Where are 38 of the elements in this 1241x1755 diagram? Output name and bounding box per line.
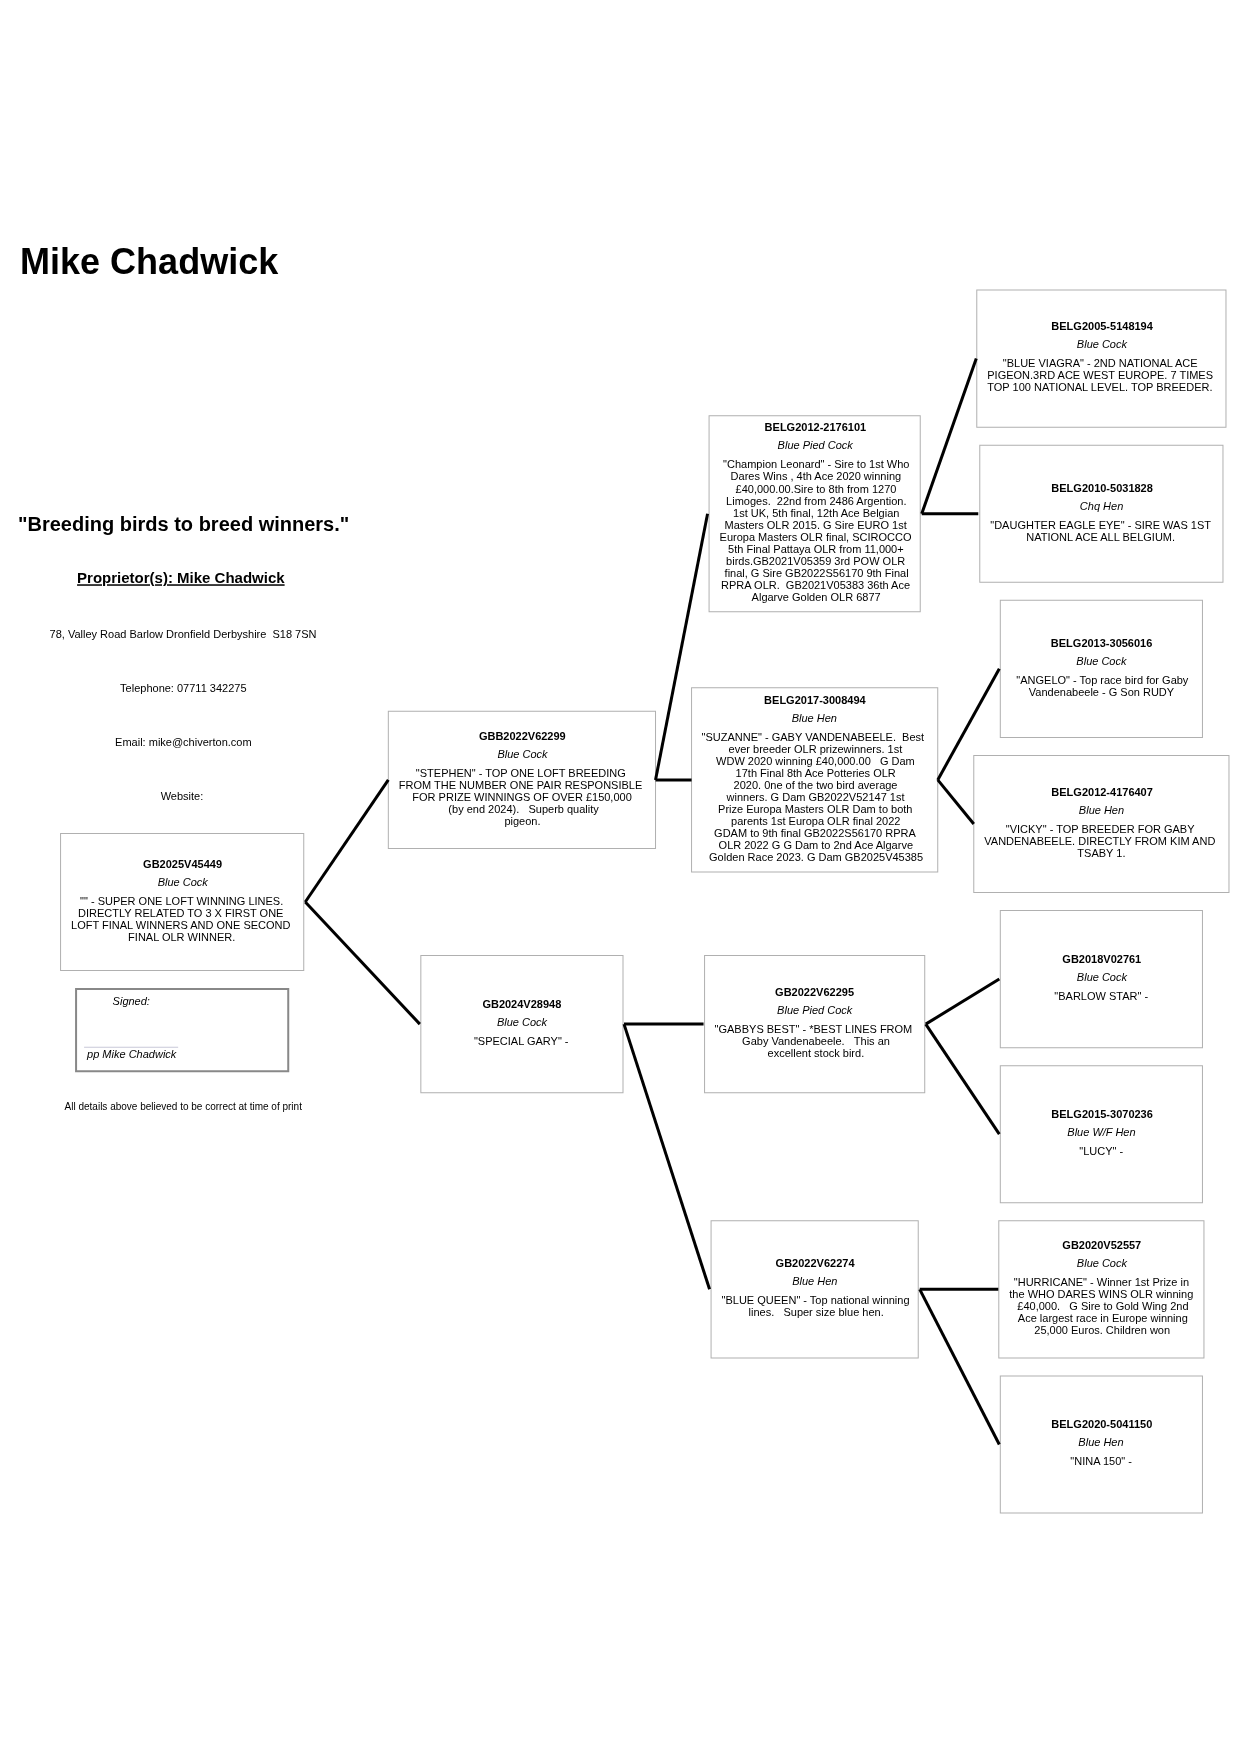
node-box: GB2018V02761 Blue Cock "BARLOW STAR" - bbox=[999, 910, 1203, 1049]
connector bbox=[936, 668, 1001, 781]
node-box: GBB2022V62299 Blue Cock "STEPHEN" - TOP ONE LOFT BREEDING FROM THE NUMBER ONE PAIR RESPONSIBLE FOR PRIZE WINNINGS OF OVER £150,000 (by end 2024). Superb quality pigeon. bbox=[387, 710, 657, 849]
node-box: BELG2010-5031828 Chq Hen "DAUGHTER EAGLE EYE" - SIRE WAS 1ST NATIONL ACE ALL BELGIUM. bbox=[979, 444, 1224, 583]
node-box: BELG2012-2176101 Blue Pied Cock "Champion Leonard" - Sire to 1st Who Dares Wins , 4th Ace 2020 winning £40,000.00.Sire to 8th from 1270 Limoges. 22nd from 2486 Argention. 1st UK, 5th final, 12th Ace Belgian Masters OLR 2015. G Sire EURO 1st Europa Masters OLR final, SCIROCCO 5th Final Pattaya OLR from 11,000+ birds.GB2021V05359 3rd POW OLR final, G Sire GB2022S56170 9th Final RPRA OLR. GB2021V05383 36th Ace Algarve Golden OLR 6877 bbox=[708, 415, 921, 613]
connector bbox=[924, 977, 1001, 1026]
label: Website: bbox=[160, 789, 204, 802]
connector bbox=[918, 1288, 1001, 1446]
node-box: GB2024V28948 Blue Cock "SPECIAL GARY" - bbox=[420, 955, 624, 1094]
node-box: BELG2015-3070236 Blue W/F Hen "LUCY" - bbox=[999, 1065, 1203, 1204]
label: 78, Valley Road Barlow Dronfield Derbyshire S18 7SN bbox=[49, 627, 317, 640]
node-box: Signed: pp Mike Chadwick bbox=[75, 988, 290, 1073]
connector bbox=[304, 779, 390, 903]
diagram-title: Mike Chadwick bbox=[20, 240, 279, 282]
node-box: BELG2017-3008494 Blue Hen "SUZANNE" - GABY VANDENABEELE. Best ever breeder OLR prizewinners. 1st WDW 2020 winning £40,000.00 G Dam 17th Final 8th Ace Potteries OLR 2020. 0ne of the two bird average winners. G Dam GB2022V52147 1st Prize Europa Masters OLR Dam to both parents 1st Europa OLR final 2022 GDAM to 9th final GB2022S56170 RPRA OLR 2022 G G Dam to 2nd Ace Algarve Golden Race 2023. G Dam GB2025V45385 bbox=[691, 687, 939, 873]
connector bbox=[655, 778, 692, 782]
label: "Breeding birds to breed winners." bbox=[18, 512, 350, 535]
connector bbox=[919, 1287, 999, 1291]
label: All details above believed to be correct at time of print bbox=[64, 1100, 302, 1112]
connector bbox=[920, 358, 978, 515]
node-box: GB2025V45449 Blue Cock "" - SUPER ONE LOFT WINNING LINES. DIRECTLY RELATED TO 3 X FIRST ONE LOFT FINAL WINNERS AND ONE SECOND FINAL OLR WINNER. bbox=[60, 832, 305, 972]
connector bbox=[654, 513, 710, 781]
connector bbox=[921, 512, 979, 516]
connector bbox=[304, 901, 421, 1026]
node-box: BELG2005-5148194 Blue Cock "BLUE VIAGRA" - 2ND NATIONAL ACE PIGEON.3RD ACE WEST EUROPE. 7 TIMES TOP 100 NATIONAL LEVEL. TOP BREEDER. bbox=[976, 289, 1227, 428]
node-box: BELG2013-3056016 Blue Cock "ANGELO" - Top race bird for Gaby Vandenabeele - G Son RUDY bbox=[999, 599, 1203, 738]
node-box: GB2022V62274 Blue Hen "BLUE QUEEN" - Top national winning lines. Super size blue hen. bbox=[710, 1220, 919, 1359]
label: Telephone: 07711 342275 bbox=[120, 681, 247, 694]
node-box: GB2022V62295 Blue Pied Cock "GABBYS BEST" - *BEST LINES FROM Gaby Vandenabeele. This an excellent stock bird. bbox=[704, 955, 926, 1094]
connector bbox=[624, 1022, 704, 1026]
connector bbox=[622, 1023, 711, 1290]
connector bbox=[936, 778, 975, 825]
label: Email: mike@chiverton.com bbox=[115, 735, 252, 748]
node-box: BELG2012-4176407 Blue Hen "VICKY" - TOP BREEDER FOR GABY VANDENABEELE. DIRECTLY FROM KIM AND TSABY 1. bbox=[973, 754, 1230, 893]
label: Proprietor(s): Mike Chadwick bbox=[77, 569, 285, 587]
connector bbox=[924, 1023, 1001, 1136]
node-box: GB2020V52557 Blue Cock "HURRICANE" - Winner 1st Prize in the WHO DARES WINS OLR winning £40,000. G Sire to Gold Wing 2nd Ace largest race in Europe winning 25,000 Euros. Children won bbox=[998, 1220, 1205, 1359]
node-box: BELG2020-5041150 Blue Hen "NINA 150" - bbox=[999, 1375, 1203, 1514]
